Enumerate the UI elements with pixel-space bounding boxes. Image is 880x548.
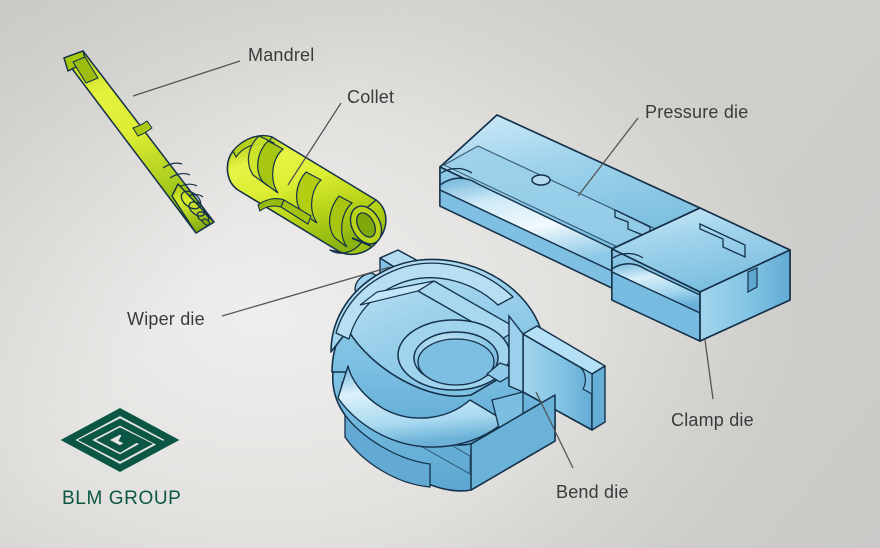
label-pressure-die-text: Pressure die [645, 102, 749, 122]
blm-spiral-diamond-icon [60, 408, 180, 472]
label-collet: Collet [347, 87, 394, 108]
brand-logo: BLM GROUP [60, 404, 220, 510]
part-clamp-die [611, 207, 791, 343]
label-bend-die: Bend die [556, 482, 629, 503]
label-mandrel: Mandrel [248, 45, 314, 66]
label-bend-die-text: Bend die [556, 482, 629, 502]
brand-name: BLM GROUP [62, 488, 182, 509]
label-wiper-die: Wiper die [127, 309, 205, 330]
part-mandrel [63, 50, 215, 234]
label-mandrel-text: Mandrel [248, 45, 315, 65]
part-bend-die [330, 258, 606, 492]
label-wiper-die-text: Wiper die [127, 309, 205, 329]
leader-lines [132, 60, 714, 469]
label-clamp-die-text: Clamp die [671, 410, 754, 430]
part-collet [226, 135, 387, 256]
label-pressure-die: Pressure die [645, 102, 748, 123]
label-collet-text: Collet [347, 87, 395, 107]
label-clamp-die: Clamp die [671, 410, 754, 431]
